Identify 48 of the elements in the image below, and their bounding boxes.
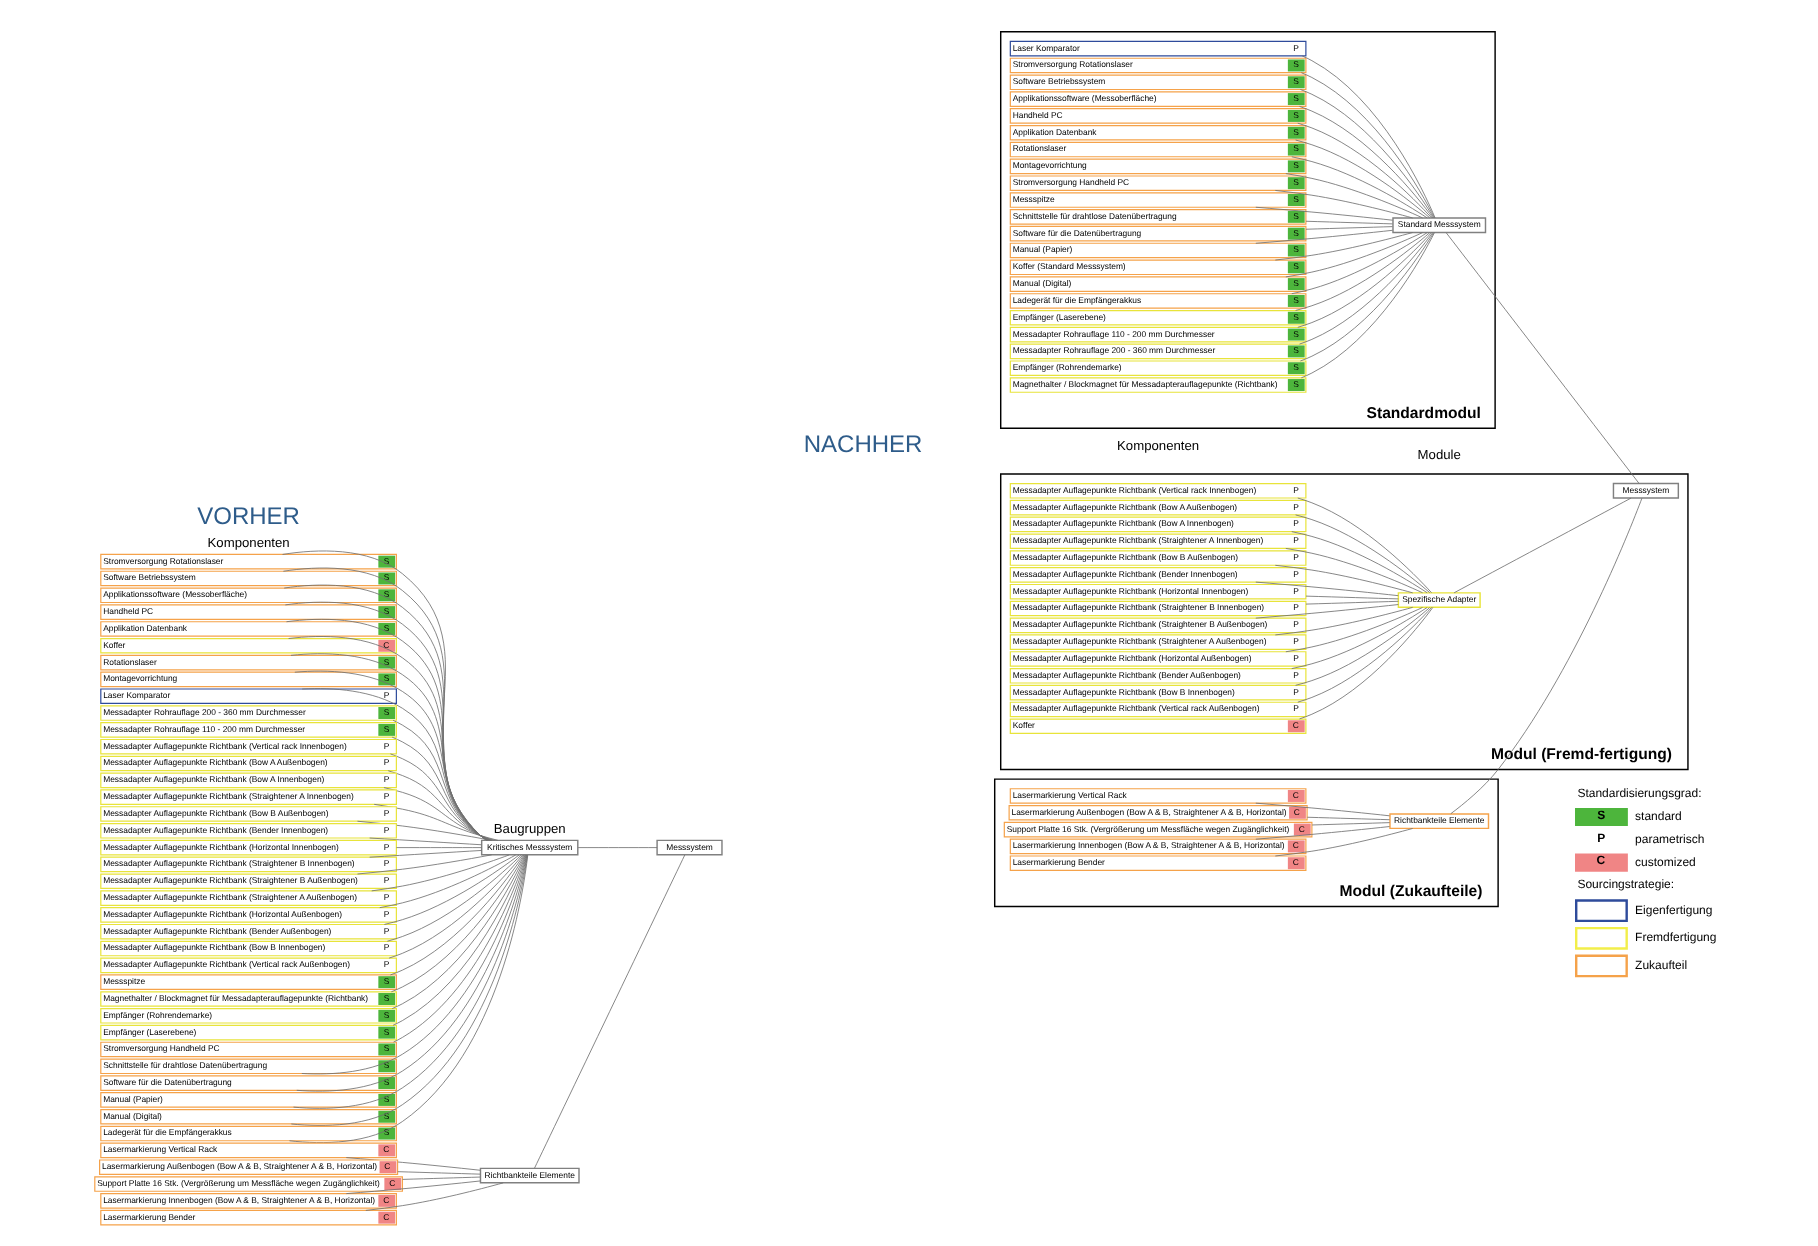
connector bbox=[395, 847, 481, 849]
connector bbox=[576, 847, 657, 849]
connector bbox=[1449, 497, 1642, 815]
connector bbox=[1294, 139, 1430, 219]
connector bbox=[1305, 816, 1390, 821]
connector bbox=[382, 787, 494, 841]
connector bbox=[1296, 497, 1431, 594]
label: NACHHER bbox=[802, 430, 922, 459]
connector bbox=[386, 770, 492, 841]
connector bbox=[370, 854, 509, 892]
connector bbox=[1304, 600, 1398, 605]
connector bbox=[1444, 232, 1639, 484]
connector bbox=[1298, 607, 1433, 720]
connector bbox=[356, 820, 492, 841]
connector bbox=[396, 1171, 480, 1175]
connector bbox=[387, 854, 523, 959]
connector bbox=[1296, 232, 1431, 328]
connector bbox=[1310, 822, 1390, 826]
connector bbox=[390, 736, 490, 841]
connector bbox=[1284, 607, 1422, 653]
connector bbox=[1290, 232, 1427, 295]
connector bbox=[1290, 531, 1427, 594]
connector bbox=[382, 854, 519, 925]
connector bbox=[1290, 156, 1427, 219]
connector bbox=[1273, 828, 1413, 857]
connector bbox=[1273, 606, 1413, 636]
connector bbox=[1294, 232, 1430, 311]
connector bbox=[1452, 497, 1631, 594]
connector bbox=[356, 854, 492, 875]
connector bbox=[1294, 514, 1430, 594]
connector bbox=[385, 854, 521, 942]
connector bbox=[1294, 607, 1430, 686]
connector bbox=[389, 753, 491, 841]
connector bbox=[1304, 226, 1392, 230]
connector bbox=[1304, 595, 1398, 600]
connector bbox=[1296, 607, 1431, 703]
connector bbox=[368, 850, 482, 858]
connector bbox=[1304, 220, 1392, 225]
connector bbox=[368, 837, 482, 846]
connector bbox=[401, 1176, 480, 1180]
connector bbox=[1296, 122, 1431, 219]
connector bbox=[1254, 826, 1389, 840]
label: VORHER bbox=[196, 502, 299, 531]
connector bbox=[372, 803, 498, 841]
connector bbox=[391, 719, 489, 841]
connector bbox=[378, 854, 516, 909]
connector bbox=[533, 854, 685, 1169]
connector bbox=[1290, 607, 1427, 669]
